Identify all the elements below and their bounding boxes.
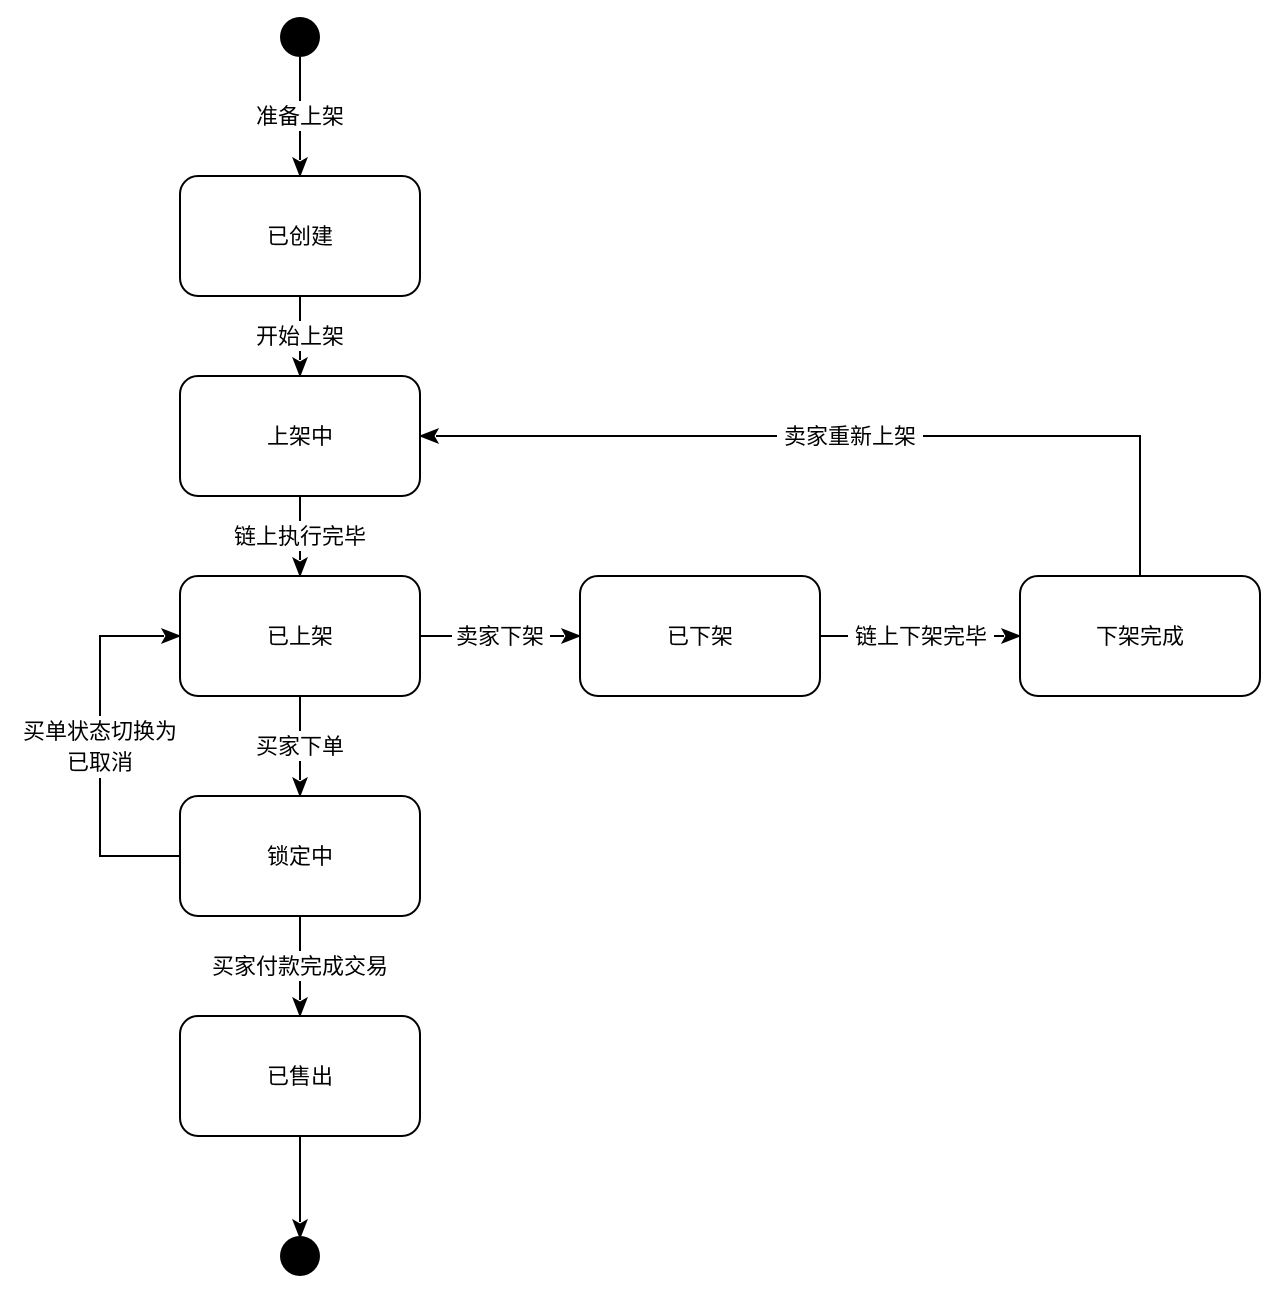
edge-label-buyer-pay-complete: 买家付款完成交易 xyxy=(212,955,388,980)
edge-chain-exec-done: 链上执行完毕 xyxy=(226,496,374,578)
initial-state xyxy=(280,17,320,57)
state-label-listed: 已上架 xyxy=(267,625,333,650)
edge-label-chain-exec-done: 链上执行完毕 xyxy=(234,525,366,550)
edge-seller-relist: 卖家重新上架 xyxy=(418,421,1141,576)
edge-buyer-pay-complete: 买家付款完成交易 xyxy=(202,916,398,1018)
state-label-delisted: 已下架 xyxy=(667,625,733,650)
edge-label-chain-delist-done: 链上下架完毕 xyxy=(855,625,987,650)
state-label-listing: 上架中 xyxy=(267,425,333,450)
edge-label-prepare-listing: 准备上架 xyxy=(256,105,344,130)
edge-label-start-listing: 开始上架 xyxy=(256,325,344,350)
final-state xyxy=(280,1236,320,1276)
state-label-locked: 锁定中 xyxy=(267,845,333,870)
state-label-created: 已创建 xyxy=(267,225,333,250)
edge-order-cancelled: 买单状态切换为 已取消 xyxy=(14,628,188,857)
state-label-delist-done: 下架完成 xyxy=(1096,625,1184,650)
edge-prepare-listing: 准备上架 xyxy=(248,57,352,178)
edge-label-seller-delist: 卖家下架 xyxy=(456,625,544,650)
edge-seller-delist: 卖家下架 xyxy=(420,621,582,651)
state-sold: 已售出 xyxy=(179,1015,421,1137)
state-listed: 已上架 xyxy=(179,575,421,697)
state-listing: 上架中 xyxy=(179,375,421,497)
edge-label-seller-relist: 卖家重新上架 xyxy=(784,425,916,450)
state-locked: 锁定中 xyxy=(179,795,421,917)
edge-to-final xyxy=(292,1136,308,1240)
state-label-sold: 已售出 xyxy=(267,1065,333,1090)
edge-chain-delist-done: 链上下架完毕 xyxy=(820,621,1022,651)
edge-start-listing: 开始上架 xyxy=(248,296,352,378)
edge-label-order-cancelled-line2: 已取消 xyxy=(67,751,133,776)
state-delisted: 已下架 xyxy=(579,575,821,697)
edge-label-buyer-order: 买家下单 xyxy=(256,735,344,760)
state-created: 已创建 xyxy=(179,175,421,297)
state-delist-done: 下架完成 xyxy=(1019,575,1261,697)
edge-label-order-cancelled-line1: 买单状态切换为 xyxy=(23,720,177,745)
edge-buyer-order: 买家下单 xyxy=(250,696,350,798)
